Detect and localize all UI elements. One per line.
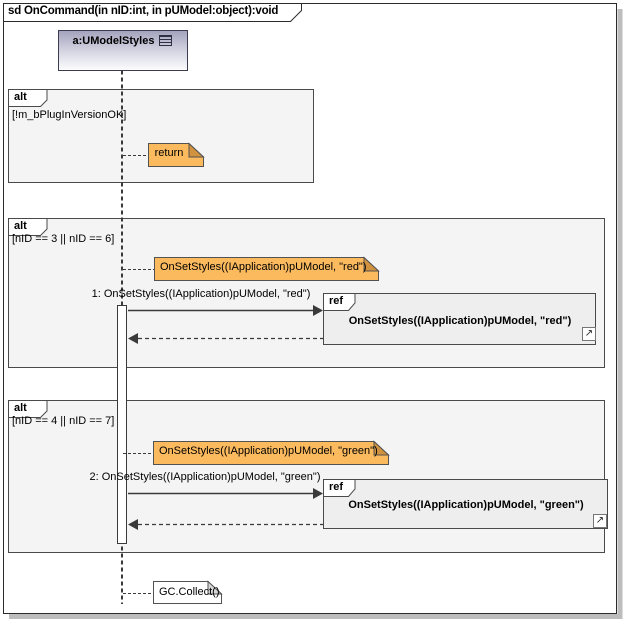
alt-fragment-3-label-pentagon (8, 400, 48, 418)
lifeline-head: a:UModelStyles (58, 32, 187, 49)
lifeline-name: a:UModelStyles (72, 34, 155, 47)
alt-1-operator: alt (14, 91, 27, 103)
ref-fragment-red (323, 293, 596, 345)
message-1-label: 1: OnSetStyles((IApplication)pUModel, "r… (91, 288, 311, 300)
ref-1-navigate-icon[interactable]: ↗ (582, 327, 596, 341)
return-2-arrowhead (128, 519, 138, 530)
ref-fragment-red-label-pentagon (323, 293, 356, 311)
ref-1-label: OnSetStyles((IApplication)pUModel, "red"… (348, 315, 572, 327)
return-1-arrowhead (128, 333, 138, 344)
note-return-text: return (154, 147, 184, 159)
ref-2-navigate-icon[interactable]: ↗ (593, 514, 607, 528)
frame-title-tab (3, 3, 302, 22)
message-1-arrowhead (313, 305, 323, 316)
activation-bar (117, 305, 127, 544)
alt-2-operator: alt (14, 220, 27, 232)
alt-3-guard: [nID == 4 || nID == 7] (12, 415, 115, 427)
note-gc-text: GC.Collect() (159, 586, 220, 598)
frame-shadow-right (617, 9, 623, 619)
alt-fragment-2-label-pentagon (8, 218, 48, 236)
ref-fragment-green (323, 479, 608, 529)
note-red-shape (154, 257, 379, 281)
ref-2-label: OnSetStyles((IApplication)pUModel, "gree… (348, 499, 584, 511)
note-gc-fold (207, 580, 223, 595)
alt-fragment-1-label-pentagon (8, 89, 48, 107)
note-red-text: OnSetStyles((IApplication)pUModel, "red"… (160, 261, 367, 273)
note-gc-shape (153, 581, 222, 604)
note-return-fold (188, 142, 205, 158)
message-2-label: 2: OnSetStyles((IApplication)pUModel, "g… (89, 471, 321, 483)
alt-1-guard: [!m_bPlugInVersionOK] (12, 109, 127, 121)
note-green-text: OnSetStyles((IApplication)pUModel, "gree… (159, 445, 378, 457)
note-red-fold (363, 256, 380, 272)
ref-fragment-green-label-pentagon (323, 479, 356, 497)
note-green-shape (153, 441, 389, 465)
alt-2-guard: [nID == 3 || nID == 6] (12, 233, 115, 245)
diagram-title: sd OnCommand(in nID:int, in pUModel:obje… (8, 5, 279, 17)
message-2-arrowhead (313, 488, 323, 499)
ref-1-operator: ref (329, 295, 344, 307)
alt-fragment-1 (8, 89, 314, 183)
note-green-fold (373, 440, 390, 456)
frame-shadow-bottom (9, 614, 622, 619)
ref-2-operator: ref (329, 481, 344, 493)
alt-3-operator: alt (14, 402, 27, 414)
compartments-icon (159, 35, 173, 46)
